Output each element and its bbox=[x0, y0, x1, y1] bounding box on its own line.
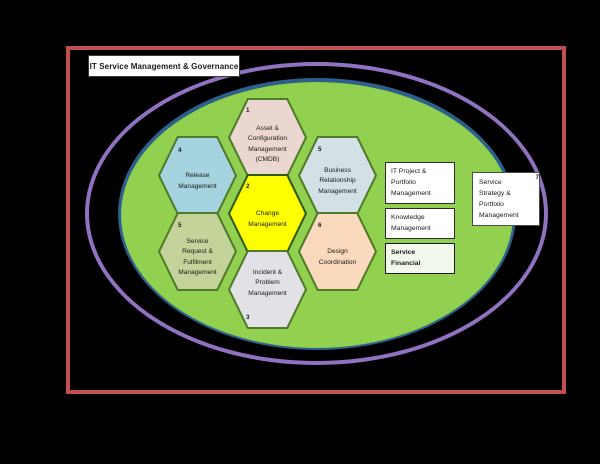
hexagon-asset-configuration-management[interactable]: 1 Asset & Configuration Management (CMDB… bbox=[227, 98, 308, 177]
box-service-financial[interactable]: Service Financial bbox=[385, 243, 455, 274]
hexagon-incident-problem-management[interactable]: 3 Incident & Problem Management bbox=[227, 250, 308, 329]
box-knowledge-management[interactable]: Knowledge Management bbox=[385, 208, 455, 239]
box-service-strategy-portfolio-management[interactable]: 7 Service Strategy & Portfolio Managemen… bbox=[472, 172, 540, 226]
box-number-7: 7 bbox=[535, 174, 539, 181]
hexagon-service-request-fulfilment-management[interactable]: 5 Service Request & Fulfilment Managemen… bbox=[157, 212, 238, 291]
box-label-service-strategy-portfolio-management: Service Strategy & Portfolio Management bbox=[479, 179, 519, 219]
hexagon-number-1: 1 bbox=[246, 107, 250, 114]
hexagon-number-4: 4 bbox=[178, 147, 182, 154]
hexagon-change-management[interactable]: 2 Change Management bbox=[227, 174, 308, 253]
hexagon-design-coordination[interactable]: 6 Design Coordination bbox=[297, 212, 378, 291]
diagram-title-box: IT Service Management & Governance bbox=[88, 55, 240, 77]
diagram-title-text: IT Service Management & Governance bbox=[89, 61, 239, 71]
hexagon-number-5-business-relationship: 5 bbox=[318, 146, 322, 153]
hexagon-business-relationship-management[interactable]: 5 Business Relationship Management bbox=[297, 136, 378, 215]
hexagon-release-management[interactable]: 4 Release Management bbox=[157, 136, 238, 215]
hexagon-number-3: 3 bbox=[246, 314, 250, 321]
outer-frame-border bbox=[66, 46, 566, 394]
outer-ring-ellipse bbox=[85, 62, 548, 365]
hexagon-number-2: 2 bbox=[246, 183, 250, 190]
box-it-project-portfolio-management[interactable]: IT Project & Portfolio Management bbox=[385, 162, 455, 204]
hexagon-number-6: 6 bbox=[318, 222, 322, 229]
hexagon-number-5-service-request: 5 bbox=[178, 222, 182, 229]
